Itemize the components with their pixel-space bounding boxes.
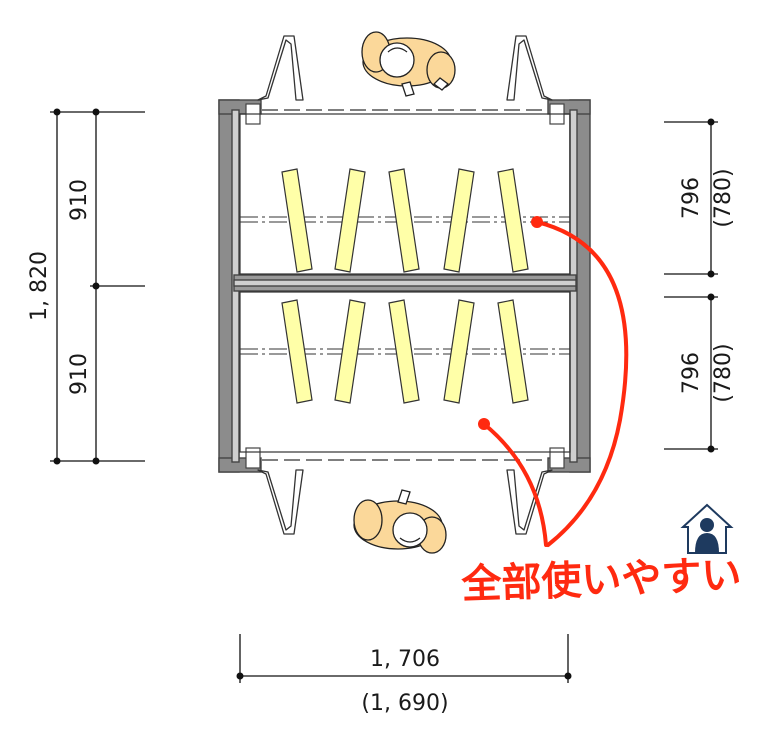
width-label: 1, 706 <box>370 647 440 672</box>
hanger-board <box>443 168 475 273</box>
total-height-label: 1, 820 <box>27 251 52 321</box>
hanger-board <box>334 168 366 273</box>
closet-walls <box>218 99 591 473</box>
left-dimension-dots <box>53 108 100 465</box>
right-dimension-dots <box>707 118 715 453</box>
hanger-board <box>443 299 475 404</box>
upper-depth-alt-label: (780) <box>711 168 736 227</box>
shelf-outlines <box>239 113 571 453</box>
hanger-board <box>497 168 529 273</box>
person-top-icon <box>361 31 456 97</box>
bifold-doors <box>257 35 553 535</box>
upper-span-label: 910 <box>67 179 92 221</box>
width-alt-label: (1, 690) <box>361 691 448 716</box>
red-annotation-arrows <box>482 220 629 547</box>
door-lines <box>262 109 548 461</box>
lower-depth-alt-label: (780) <box>711 343 736 402</box>
house-person-icon <box>680 503 734 554</box>
hanger-board <box>281 299 313 404</box>
person-bottom-icon <box>353 489 447 554</box>
hanger-boards-lower <box>281 299 529 404</box>
lower-span-label: 910 <box>67 353 92 395</box>
hanger-boards-upper <box>281 168 529 273</box>
hanger-board <box>334 299 366 404</box>
annotation-text: 全部使いやすい <box>460 552 742 608</box>
hanger-board <box>497 299 529 404</box>
hanger-board <box>388 168 420 273</box>
right-dimensions <box>664 121 718 450</box>
dim-dot <box>564 672 572 680</box>
lower-depth-label: 796 <box>679 352 704 394</box>
annotation-dot <box>478 418 490 430</box>
upper-depth-label: 796 <box>679 177 704 219</box>
hanger-board <box>388 299 420 404</box>
hanger-board <box>281 168 313 273</box>
dim-dot <box>236 672 244 680</box>
annotation-dot <box>531 216 543 228</box>
